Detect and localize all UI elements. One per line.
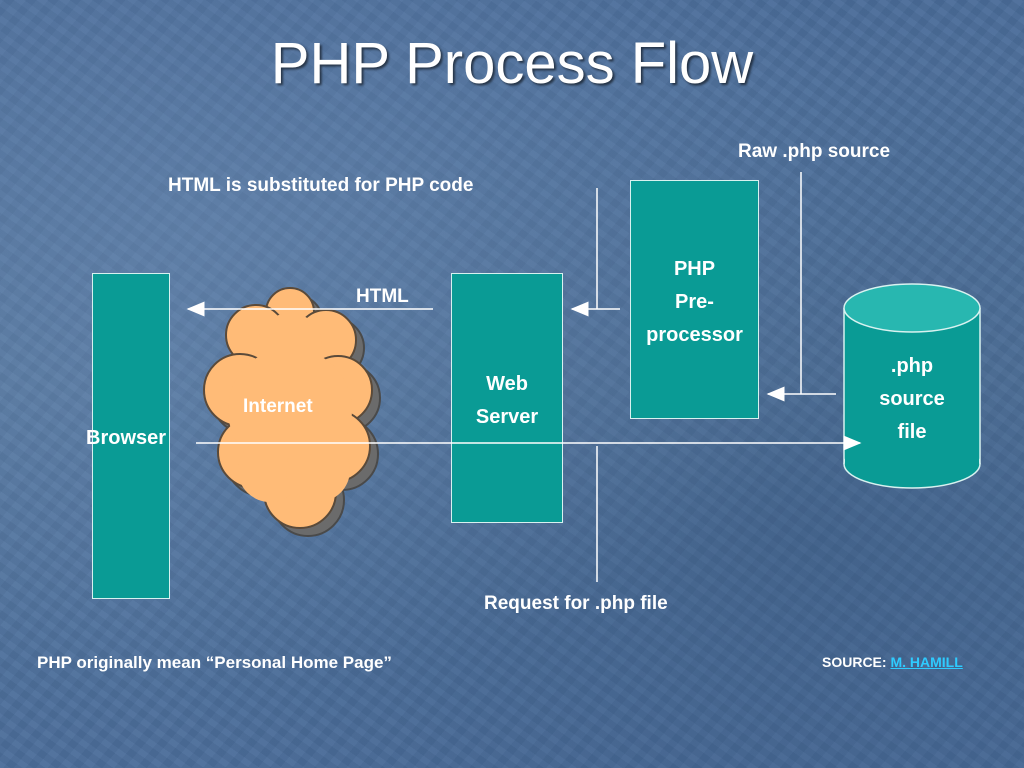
php-file-label-line2: source <box>879 388 945 410</box>
php-source-file-cylinder <box>843 283 981 489</box>
preprocessor-label-line1: PHP <box>673 258 716 280</box>
browser-label: Browser <box>86 427 167 449</box>
browser-box <box>92 273 170 599</box>
html-label: HTML <box>356 286 409 307</box>
html-substituted-label: HTML is substituted for PHP code <box>168 175 474 196</box>
php-file-label-line3: file <box>897 421 927 443</box>
source-prefix: SOURCE: <box>822 654 887 670</box>
footnote: PHP originally mean “Personal Home Page” <box>37 653 392 672</box>
preprocessor-label-line3: processor <box>646 324 743 346</box>
web-server-box: Web Server <box>451 273 563 523</box>
web-server-label-line1: Web <box>486 373 528 395</box>
php-file-label-line1: .php <box>890 355 934 377</box>
web-server-label-line2: Server <box>475 406 539 428</box>
preprocessor-label-line2: Pre- <box>675 291 714 313</box>
source-credit: SOURCE: M. HAMILL <box>822 654 963 670</box>
slide-title: PHP Process Flow <box>270 31 754 96</box>
raw-source-label: Raw .php source <box>738 141 891 162</box>
php-preprocessor-box: PHP Pre- processor <box>630 180 759 419</box>
internet-label: Internet <box>243 396 313 417</box>
source-link[interactable]: M. HAMILL <box>890 654 963 670</box>
request-label: Request for .php file <box>484 593 668 614</box>
